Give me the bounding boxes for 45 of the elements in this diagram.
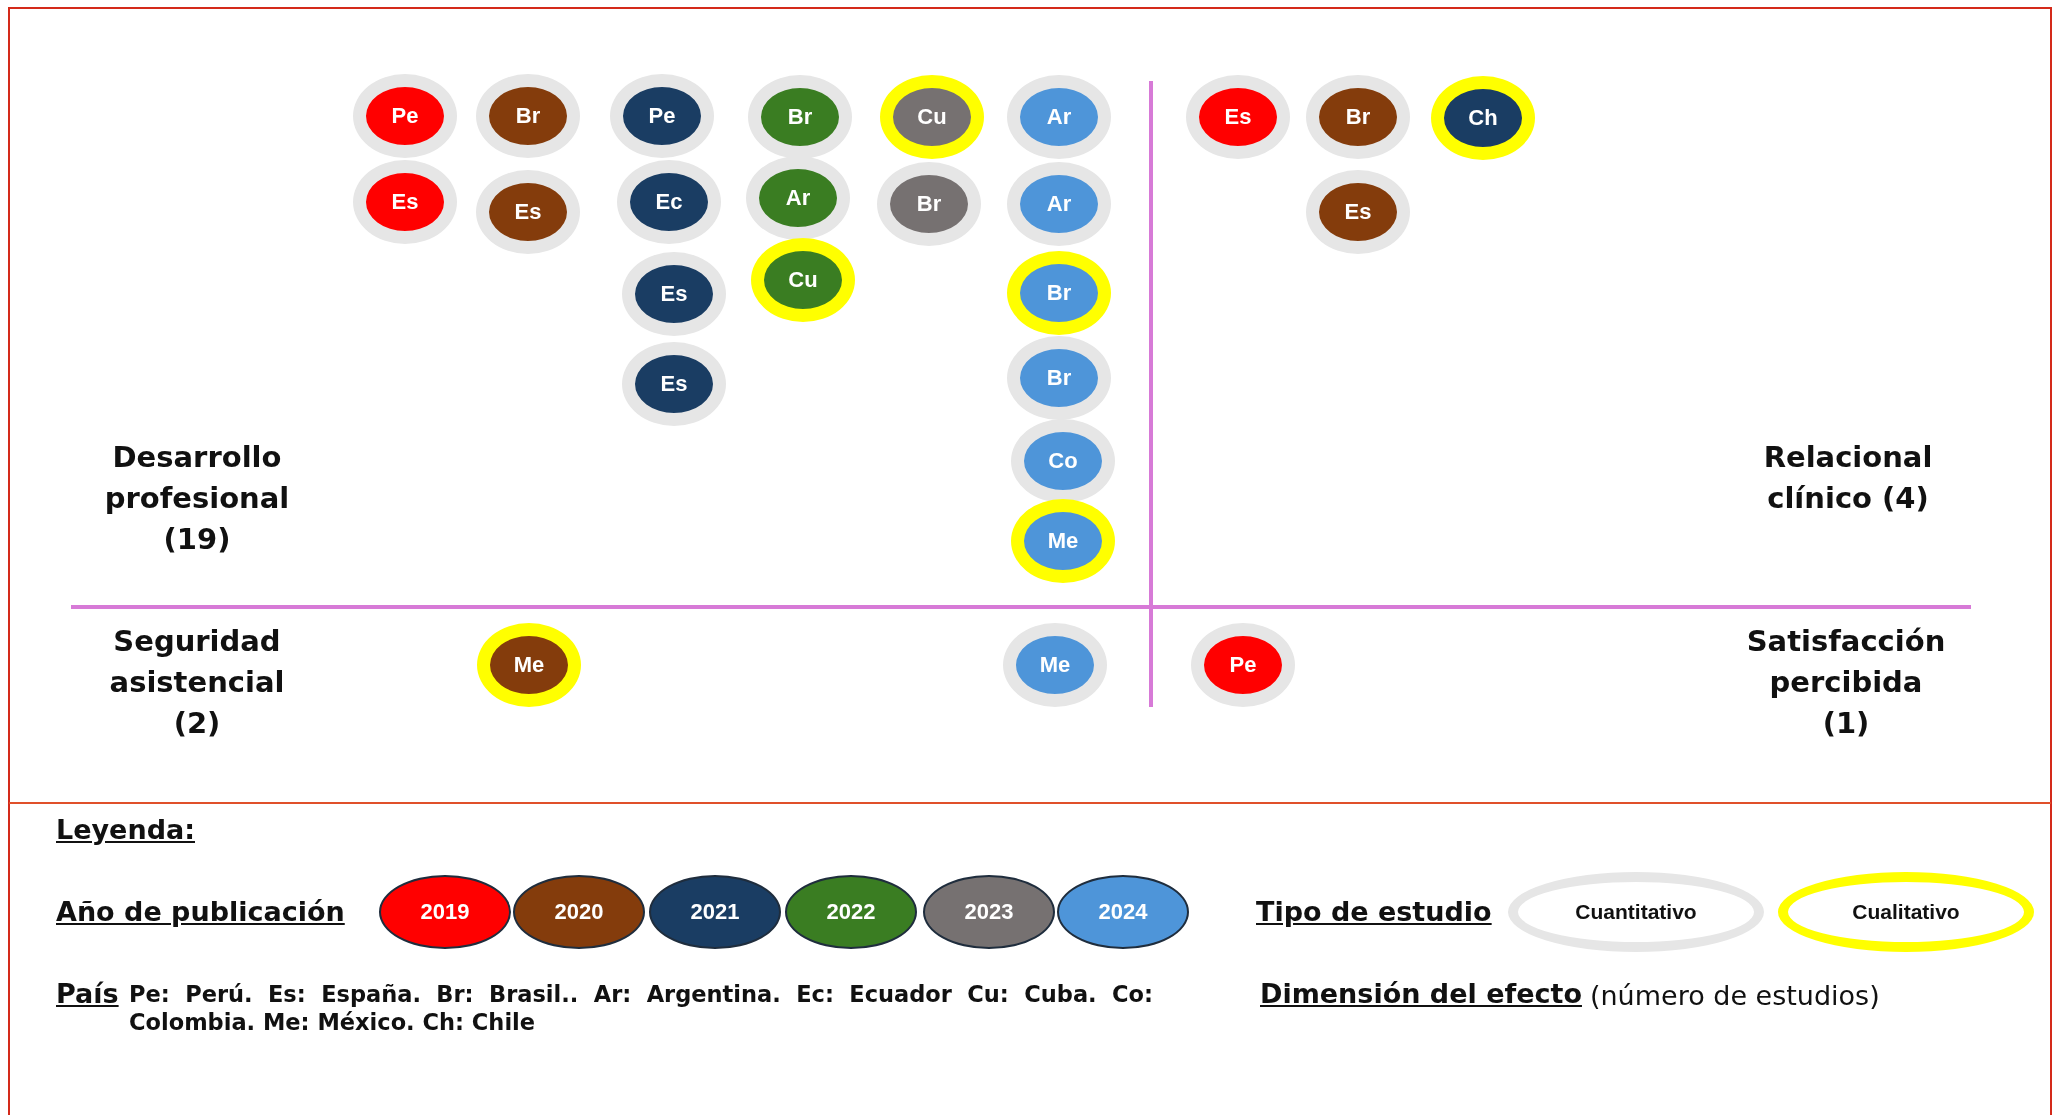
quadrant-label: Desarrollo profesional (19)	[104, 439, 290, 559]
quadrant-label: Seguridad asistencial (2)	[109, 623, 285, 743]
legend-row-label: Año de publicación	[56, 895, 345, 929]
study-marker: Pe	[610, 74, 714, 158]
study-marker: Me	[1003, 623, 1107, 707]
legend-row-label: País	[56, 977, 119, 1011]
study-marker: Cu	[751, 238, 855, 322]
study-marker: Br	[1007, 251, 1111, 335]
study-marker: Co	[1011, 419, 1115, 503]
legend-row-label: Dimensión del efecto	[1260, 977, 1582, 1011]
study-marker: Es	[622, 342, 726, 426]
study-marker: Cu	[880, 75, 984, 159]
year-swatch: 2022	[785, 875, 917, 949]
legend-heading: Leyenda:	[56, 813, 195, 847]
year-swatch: 2023	[923, 875, 1055, 949]
quadrant-label: Relacional clínico (4)	[1763, 439, 1933, 518]
study-marker: Ec	[617, 160, 721, 244]
year-swatch: 2019	[379, 875, 511, 949]
study-marker: Pe	[1191, 623, 1295, 707]
study-marker: Ch	[1431, 76, 1535, 160]
year-swatch: 2020	[513, 875, 645, 949]
study-marker: Es	[476, 170, 580, 254]
study-marker: Br	[1007, 336, 1111, 420]
study-marker: Es	[1186, 75, 1290, 159]
legend-row-label: Tipo de estudio	[1256, 895, 1492, 929]
study-marker: Br	[1306, 75, 1410, 159]
study-marker: Es	[622, 252, 726, 336]
study-marker: Me	[477, 623, 581, 707]
study-marker: Pe	[353, 74, 457, 158]
study-marker: Me	[1011, 499, 1115, 583]
study-marker: Es	[353, 160, 457, 244]
study-marker: Br	[476, 74, 580, 158]
quadrant-label: Satisfacción percibida (1)	[1746, 623, 1946, 743]
legend-note: (número de estudios)	[1589, 979, 1880, 1013]
study-marker: Es	[1306, 170, 1410, 254]
study-marker: Ar	[1007, 162, 1111, 246]
study-marker: Br	[748, 75, 852, 159]
study-type-ring: Cualitativo	[1778, 872, 2034, 952]
study-type-ring: Cuantitativo	[1508, 872, 1764, 952]
study-marker: Ar	[1007, 75, 1111, 159]
study-marker: Br	[877, 162, 981, 246]
year-swatch: 2021	[649, 875, 781, 949]
study-marker: Ar	[746, 156, 850, 240]
year-swatch: 2024	[1057, 875, 1189, 949]
country-key-text: Pe: Perú. Es: España. Br: Brasil.. Ar: Argentina. Ec: Ecuador Cu: Cuba. Co: Colombia. Me: México. Ch: Chile	[129, 980, 1153, 1037]
